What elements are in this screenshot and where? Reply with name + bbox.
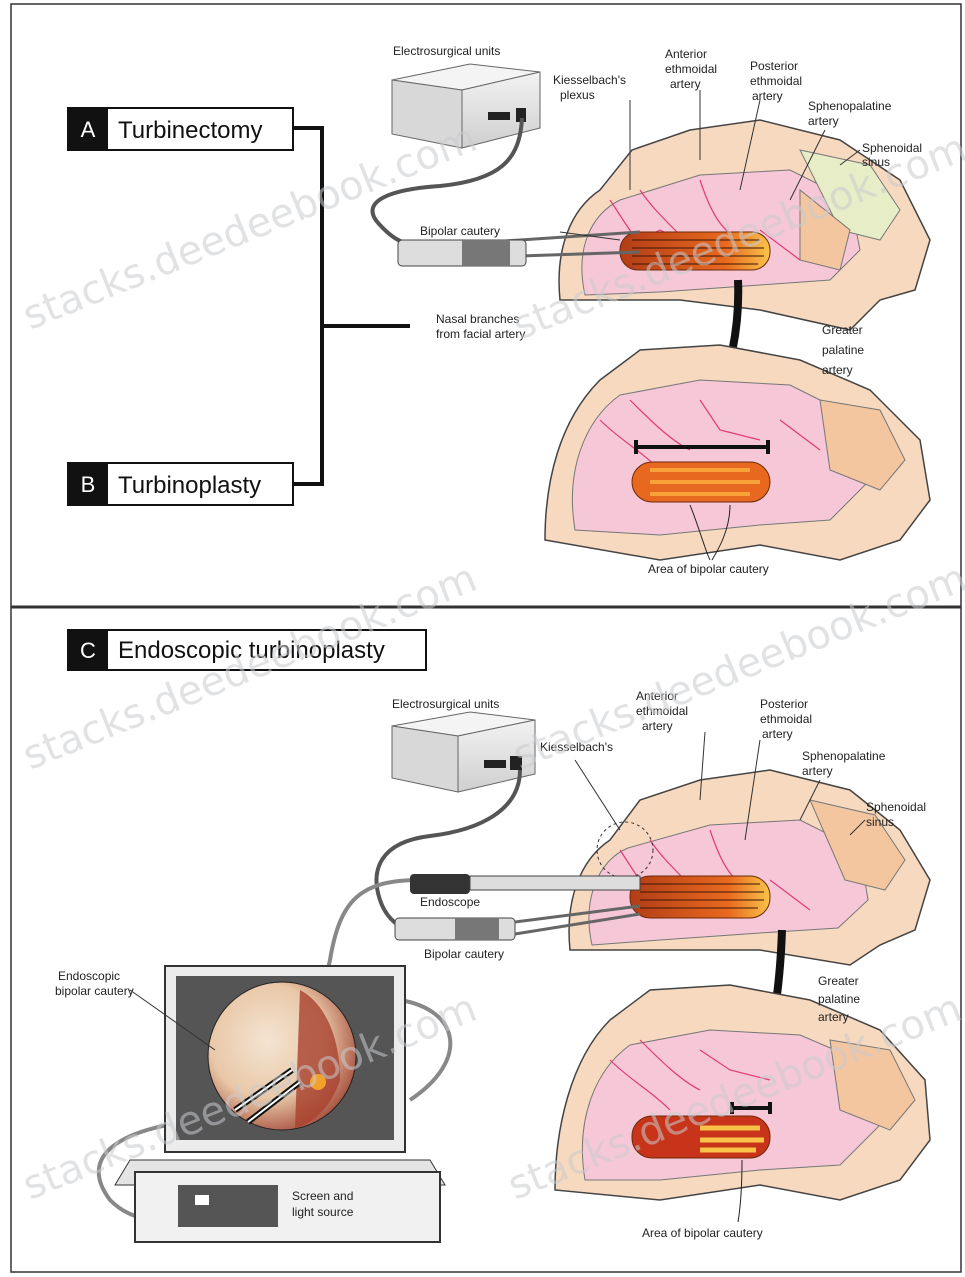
label-kiesselbach-a-2: plexus (560, 88, 595, 102)
label-greater-palatine-c-2: palatine (818, 992, 860, 1006)
label-posterior-ethmoidal-c-2: ethmoidal (760, 712, 812, 726)
label-greater-palatine-c-1: Greater (818, 974, 859, 988)
label-bipolar-cautery-c: Bipolar cautery (424, 947, 504, 961)
label-sphenopalatine-a-2: artery (808, 114, 839, 128)
label-sphenoidal-sinus-c-1: Sphenoidal (866, 800, 926, 814)
label-posterior-ethmoidal-c-1: Posterior (760, 697, 808, 711)
label-nasal-branches-1: Nasal branches (436, 312, 519, 326)
label-sphenopalatine-c-2: artery (802, 764, 833, 778)
label-posterior-ethmoidal-c-3: artery (762, 727, 793, 741)
label-nasal-branches-2: from facial artery (436, 327, 525, 341)
label-b-title: Turbinoplasty (118, 472, 261, 499)
label-anterior-ethmoidal-a-3: artery (670, 77, 701, 91)
label-a-letter: A (81, 117, 96, 142)
label-endoscopic-bipolar-2: bipolar cautery (55, 984, 134, 998)
label-area-bipolar-cautery-c: Area of bipolar cautery (642, 1226, 763, 1240)
label-sphenopalatine-c-1: Sphenopalatine (802, 749, 886, 763)
label-a-box: A Turbinectomy (68, 108, 293, 150)
label-anterior-ethmoidal-a-1: Anterior (665, 47, 707, 61)
label-c-letter: C (80, 638, 96, 663)
label-screen-light-2: light source (292, 1205, 354, 1219)
label-b-box: B Turbinoplasty (68, 463, 293, 505)
label-bipolar-cautery-a: Bipolar cautery (420, 224, 500, 238)
label-posterior-ethmoidal-a-2: ethmoidal (750, 74, 802, 88)
label-sphenoidal-sinus-c-2: sinus (866, 815, 894, 829)
label-greater-palatine-c-3: artery (818, 1010, 849, 1024)
label-greater-palatine-a-1: Greater (822, 323, 863, 337)
label-kiesselbach-a-1: Kiesselbach's (553, 73, 626, 87)
label-b-letter: B (81, 472, 96, 497)
label-electrosurgical-units-c: Electrosurgical units (392, 697, 499, 711)
label-posterior-ethmoidal-a-3: artery (752, 89, 783, 103)
label-endoscope: Endoscope (420, 895, 480, 909)
label-greater-palatine-a-3: artery (822, 363, 853, 377)
label-screen-light-1: Screen and (292, 1189, 353, 1203)
label-area-bipolar-cautery-a: Area of bipolar cautery (648, 562, 769, 576)
light-source (135, 1172, 440, 1242)
label-endoscopic-bipolar-1: Endoscopic (58, 969, 120, 983)
label-posterior-ethmoidal-a-1: Posterior (750, 59, 798, 73)
label-a-title: Turbinectomy (118, 117, 263, 144)
label-greater-palatine-a-2: palatine (822, 343, 864, 357)
label-anterior-ethmoidal-a-2: ethmoidal (665, 62, 717, 76)
label-electrosurgical-units-a: Electrosurgical units (393, 44, 500, 58)
label-sphenopalatine-a-1: Sphenopalatine (808, 99, 892, 113)
